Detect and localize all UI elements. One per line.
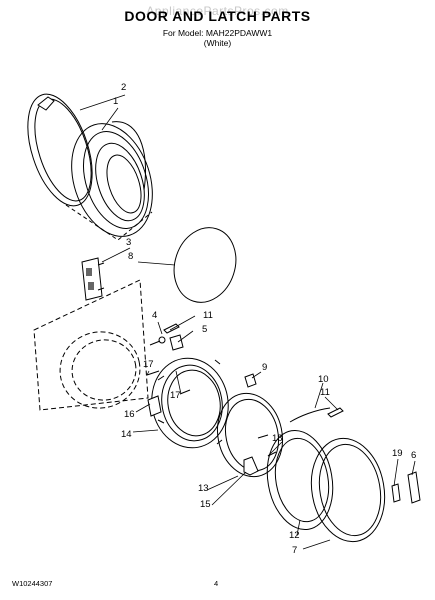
part-handle-insert: [391, 483, 401, 503]
callouts: 2 1 3 8 4 11 5 9 10 11 17 17 16 14 18 13…: [113, 82, 416, 556]
callout-16: 16: [124, 409, 135, 420]
callout-18: 18: [272, 433, 283, 444]
part-screw-17-c: [257, 434, 269, 439]
document-number: W10244307: [12, 579, 53, 588]
part-latch-hook: [243, 456, 259, 476]
callout-5: 5: [202, 324, 207, 335]
watermark: AppliancePartsPros.com: [146, 4, 289, 18]
callout-9: 9: [262, 362, 267, 373]
part-clamp-ring: [27, 93, 93, 207]
cabinet-front-panel: [33, 279, 149, 411]
callout-12: 12: [289, 530, 300, 541]
part-outer-door-ring: [151, 357, 229, 449]
callout-1: 1: [113, 96, 118, 107]
part-screw-11-lower: [327, 407, 344, 418]
callout-11-upper: 11: [203, 310, 213, 321]
part-hinge: [147, 395, 162, 417]
callout-10: 10: [318, 374, 329, 385]
part-handle-rod: [289, 407, 331, 423]
part-screw-17-a: [146, 370, 160, 376]
model-line: For Model: MAH22PDAWW1: [162, 28, 273, 38]
leader-lines: [79, 94, 416, 550]
callout-13: 13: [198, 483, 209, 494]
page-title: DOOR AND LATCH PARTS: [124, 8, 311, 24]
callout-14: 14: [121, 429, 132, 440]
part-screw-11-upper: [163, 323, 180, 334]
part-inner-window: [266, 429, 334, 531]
page-number: 4: [214, 579, 219, 588]
part-bellow: [71, 121, 153, 237]
part-screw-4: [149, 336, 166, 346]
callout-11-lower: 11: [320, 387, 330, 398]
part-latch: [81, 257, 105, 301]
color-line: (White): [203, 38, 232, 48]
part-inner-door-glass: [217, 392, 283, 478]
callout-3: 3: [126, 237, 131, 248]
part-clip-9: [244, 373, 257, 388]
part-door-strike: [169, 334, 184, 351]
callout-15: 15: [200, 499, 211, 510]
part-window-gasket: [173, 227, 237, 303]
callout-19: 19: [392, 448, 403, 459]
callout-4: 4: [152, 310, 157, 321]
callout-7: 7: [292, 545, 297, 556]
part-screw-17-b: [179, 389, 191, 395]
part-door-handle: [407, 471, 421, 504]
callout-17-left: 17: [143, 359, 154, 370]
callout-8: 8: [128, 251, 133, 262]
part-outer-door-cover: [310, 437, 386, 543]
callout-17-center: 17: [170, 390, 181, 401]
callout-2: 2: [121, 82, 126, 93]
callout-6: 6: [411, 450, 416, 461]
